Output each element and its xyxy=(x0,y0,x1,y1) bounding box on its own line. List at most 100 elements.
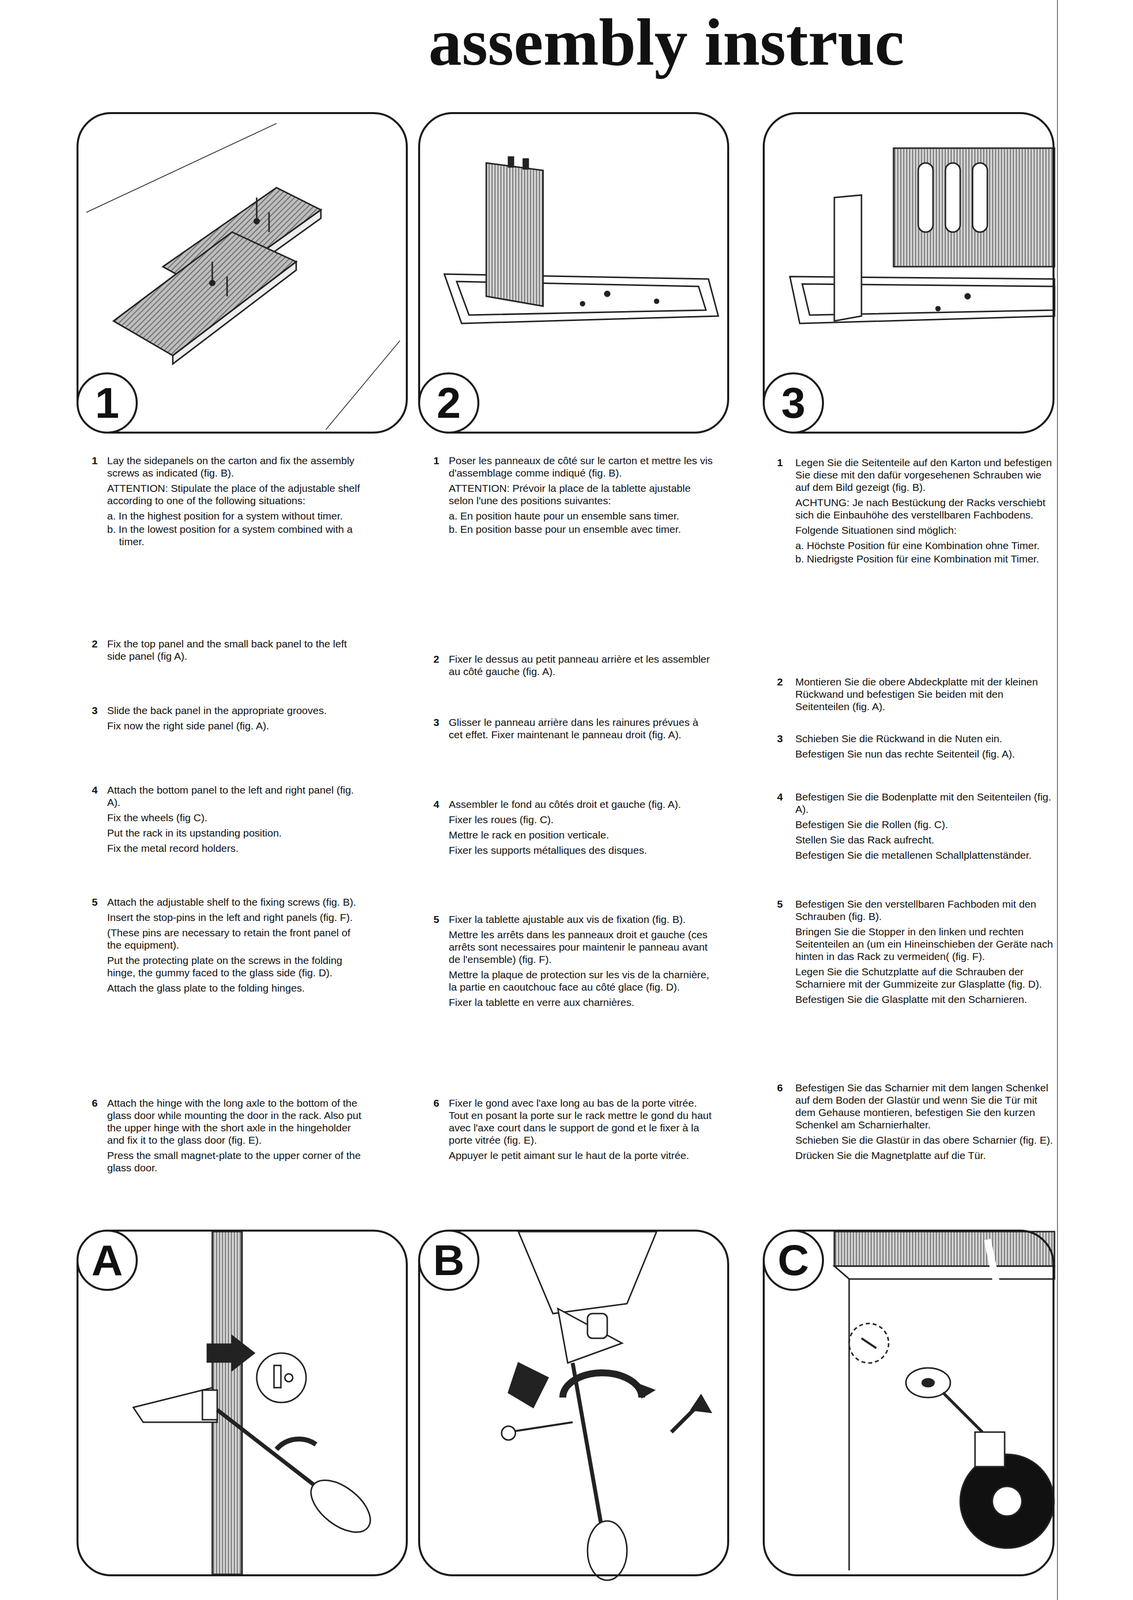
back-panel-drawing xyxy=(936,306,940,311)
instruction-text: Fix the top panel and the small back pan… xyxy=(107,637,368,663)
step-number: 6 xyxy=(91,1096,98,1109)
frame-left-panel-drawing xyxy=(580,301,585,306)
figure-panel: A xyxy=(76,1229,408,1576)
step-number: 5 xyxy=(433,912,440,926)
figure-badge: C xyxy=(762,1229,824,1291)
instruction-text: Befestigen Sie das Scharnier mit dem lan… xyxy=(795,1081,1054,1131)
back-panel-drawing xyxy=(972,162,988,233)
instruction-text: Befestigen Sie den verstellbaren Fachbod… xyxy=(795,897,1054,923)
instruction-text: (These pins are necessary to retain the … xyxy=(107,926,368,951)
wheel-detail-drawing xyxy=(834,1231,1055,1570)
side-panels-drawing xyxy=(226,276,229,297)
screw-detail-drawing xyxy=(572,1362,603,1531)
screw-detail-drawing xyxy=(508,1362,548,1407)
wheel-detail-drawing xyxy=(848,1278,851,1570)
instruction-text: Assembler le fond au côtés droit et gauc… xyxy=(448,797,714,811)
instruction-text: a. In the highest position for a system … xyxy=(107,509,368,522)
frame-left-panel-drawing xyxy=(604,291,610,297)
side-panels-drawing xyxy=(172,261,297,364)
screw-detail-drawing xyxy=(691,1394,711,1412)
wheel-detail-drawing xyxy=(942,1392,983,1432)
instruction-text: Put the protecting plate on the screws i… xyxy=(107,953,368,979)
instruction-text: Put the rack in its upstanding position. xyxy=(107,826,368,839)
instruction-text: Fixer la tablette ajustable aux vis de f… xyxy=(448,912,714,926)
frame-left-panel-drawing xyxy=(444,156,719,324)
step-text: Attach the adjustable shelf to the fixin… xyxy=(107,895,368,997)
hinge-detail-drawing xyxy=(241,1231,243,1574)
figure-number: 3 xyxy=(781,381,806,425)
figure-panel: B xyxy=(418,1229,730,1576)
screw-detail-drawing xyxy=(562,1372,642,1398)
side-panels-drawing xyxy=(256,197,258,220)
figure-number: 2 xyxy=(436,381,462,425)
back-panel-drawing xyxy=(834,195,862,321)
figure-number: C xyxy=(777,1238,810,1282)
instruction-text: Befestigen Sie die Glasplatte mit den Sc… xyxy=(795,992,1054,1006)
screw-detail-drawing xyxy=(587,1520,627,1580)
instruction-text: ATTENTION: Stipulate the place of the ad… xyxy=(107,481,368,507)
step-number: 6 xyxy=(433,1096,440,1109)
figure-badge: A xyxy=(76,1229,138,1291)
back-panel-drawing xyxy=(918,162,934,233)
frame-left-panel-drawing xyxy=(486,162,544,307)
wheel-detail-drawing xyxy=(834,1265,1055,1279)
step-number: 2 xyxy=(777,675,783,688)
instruction-text: a. En position haute pour un ensemble sa… xyxy=(448,509,714,522)
instruction-text: Legen Sie die Schutzplatte auf die Schra… xyxy=(795,965,1054,990)
step-text: Befestigen Sie den verstellbaren Fachbod… xyxy=(795,897,1054,1009)
wheel-detail-drawing xyxy=(975,1431,1005,1467)
side-panels-drawing xyxy=(209,280,215,286)
step-text: Fixer la tablette ajustable aux vis de f… xyxy=(448,912,714,1012)
step-number: 6 xyxy=(777,1081,783,1094)
figure-panel: 3 xyxy=(762,112,1055,434)
instruction-text: Insert the stop-pins in the left and rig… xyxy=(107,910,368,924)
screw-detail-drawing xyxy=(501,1231,711,1580)
instruction-text: Fix the wheels (fig C). xyxy=(107,811,368,824)
step-number: 4 xyxy=(91,783,98,796)
wheel-detail-drawing xyxy=(960,1453,1055,1548)
side-panels-drawing xyxy=(268,212,271,233)
instruction-text: Schieben Sie die Rückwand in die Nuten e… xyxy=(795,732,1054,745)
step-text: Fixer le gond avec l'axe long au bas de … xyxy=(448,1096,714,1165)
side-panels-drawing xyxy=(211,261,214,282)
step-number: 2 xyxy=(433,652,440,665)
instruction-text: Attach the glass plate to the folding hi… xyxy=(107,981,368,994)
instruction-text: b. In the lowest position for a system c… xyxy=(107,522,368,548)
wheel-detail-drawing xyxy=(849,1323,889,1363)
figure-badge: B xyxy=(418,1229,480,1291)
back-panel-drawing xyxy=(893,148,1055,267)
step-number: 1 xyxy=(91,454,98,467)
screw-detail-drawing xyxy=(518,1231,657,1314)
figure-number: 1 xyxy=(95,381,120,425)
figure-badge: 3 xyxy=(762,372,824,434)
instruction-text: Fixer les supports métalliques des disqu… xyxy=(448,843,714,857)
instruction-text: b. Niedrigste Position für eine Kombinat… xyxy=(795,552,1054,565)
figure-number: B xyxy=(432,1238,465,1282)
instruction-text: Folgende Situationen sind möglich: xyxy=(795,523,1054,537)
side-panels-drawing xyxy=(254,218,260,224)
instruction-text: Slide the back panel in the appropriate … xyxy=(107,703,368,717)
figure-panel: C xyxy=(762,1229,1055,1576)
instruction-text: Attach the bottom panel to the left and … xyxy=(107,783,368,809)
figure-number: A xyxy=(91,1238,123,1282)
step-number: 5 xyxy=(777,897,783,910)
instruction-text: Stellen Sie das Rack aufrecht. xyxy=(795,833,1054,846)
step-text: Befestigen Sie das Scharnier mit dem lan… xyxy=(795,1081,1054,1165)
instruction-text: Befestigen Sie nun das rechte Seitenteil… xyxy=(795,747,1054,760)
figure-panel: 2 xyxy=(418,112,730,434)
screw-detail-drawing xyxy=(508,1421,573,1432)
wheel-detail-drawing xyxy=(922,1378,935,1387)
screw-detail-drawing xyxy=(501,1425,516,1440)
step-text: Schieben Sie die Rückwand in die Nuten e… xyxy=(795,732,1054,763)
side-panels-drawing xyxy=(86,123,400,430)
instruction-text: Bringen Sie die Stopper in den linken un… xyxy=(795,925,1054,963)
instruction-text: Poser les panneaux de côté sur le carton… xyxy=(448,454,714,479)
step-text: Fixer le dessus au petit panneau arrière… xyxy=(448,652,714,681)
instruction-text: Mettre les arrêts dans les panneaux droi… xyxy=(448,928,714,966)
instruction-text: Befestigen Sie die metallenen Schallplat… xyxy=(795,848,1054,861)
instruction-text: ACHTUNG: Je nach Bestückung der Racks ve… xyxy=(795,496,1054,521)
instruction-text: Press the small magnet-plate to the uppe… xyxy=(107,1148,368,1174)
hinge-detail-drawing xyxy=(284,1373,293,1382)
step-text: Attach the hinge with the long axle to t… xyxy=(107,1096,368,1177)
